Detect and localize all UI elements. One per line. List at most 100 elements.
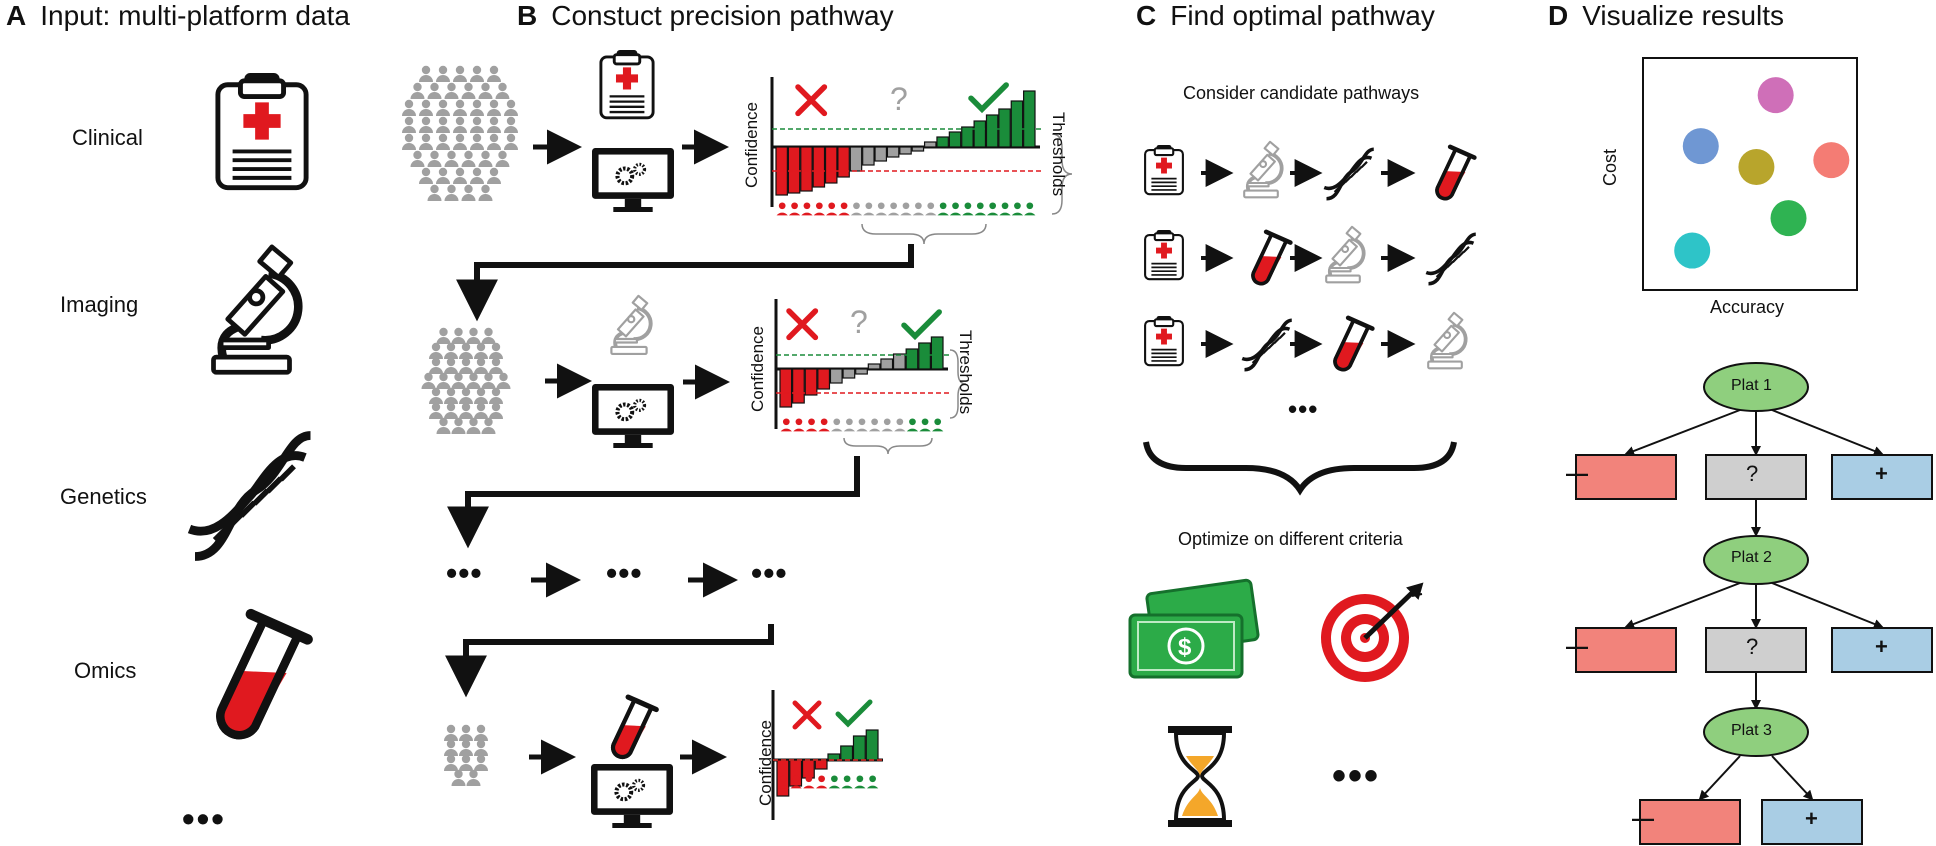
red-x-b2 — [786, 308, 819, 341]
node-plat-1-label: Plat 1 — [1731, 377, 1772, 394]
platform-more-ellipsis: ••• — [182, 798, 226, 839]
scatter-point-3 — [1738, 149, 1775, 186]
candidate-row-3-tube-icon — [1333, 315, 1375, 372]
check-b1 — [968, 82, 1009, 114]
box-positive-1 — [1831, 454, 1933, 500]
question-b2: ? — [850, 304, 868, 340]
outcome-positive-2: + — [1875, 634, 1888, 659]
brace-b2 — [843, 437, 933, 455]
pathway-ellipsis-3: ••• — [751, 555, 788, 591]
outcome-positive-1: + — [1875, 461, 1888, 486]
panel-d-title-text: Visualize results — [1582, 0, 1785, 31]
candidate-row-1-microscope-icon — [1243, 140, 1284, 199]
question-b1: ? — [890, 81, 908, 117]
elbow-arrow-2 — [447, 456, 860, 549]
node-plat-3-label: Plat 3 — [1731, 722, 1772, 739]
box-negative-3 — [1639, 799, 1741, 845]
outcome-negative-3: — — [1632, 806, 1654, 831]
candidate-row-3-dna-icon — [1241, 318, 1293, 372]
candidate-more-ellipsis: ••• — [1288, 394, 1319, 424]
criteria-more-ellipsis: ••• — [1332, 754, 1381, 798]
elbow-arrow-1 — [456, 244, 914, 322]
outcome-negative-1: — — [1566, 461, 1588, 486]
scatter-point-6 — [1674, 232, 1711, 269]
scatter-point-1 — [1757, 77, 1794, 114]
candidate-row-3-clipboard-icon — [1144, 316, 1184, 367]
candidate-row-2-microscope-icon — [1325, 225, 1366, 284]
waterfall-chart-3 — [771, 690, 885, 820]
candidate-row-3-microscope-icon — [1427, 311, 1468, 370]
candidate-brace — [1143, 441, 1457, 496]
platform-label-omics: Omics — [74, 658, 137, 683]
confidence-axis-label-2: Confidence — [748, 325, 767, 412]
thresholds-label-1: Thresholds — [1049, 112, 1068, 197]
waterfall-chart-1 — [770, 77, 1042, 216]
panel-d-letter: D — [1548, 0, 1569, 31]
scatter-point-5 — [1770, 200, 1807, 237]
scatter-point-2 — [1682, 128, 1719, 165]
cost-axis-label: Cost — [1600, 148, 1620, 186]
edge-p1-pos — [1771, 409, 1884, 456]
candidate-row-2-clipboard-icon — [1144, 230, 1184, 281]
brace-b1 — [861, 223, 987, 245]
box-unknown-2 — [1705, 627, 1807, 673]
threshold-brace-b1 — [1051, 133, 1073, 215]
imaging-icon-b2 — [610, 294, 653, 356]
panel-b-letter: B — [517, 0, 538, 31]
box-negative-2 — [1575, 627, 1677, 673]
panel-c-title-text: Find optimal pathway — [1170, 0, 1435, 31]
edge-p3-pos — [1771, 755, 1814, 801]
patient-crowd-1 — [402, 65, 518, 201]
platform-label-imaging: Imaging — [60, 292, 139, 317]
clinical-icon-b1 — [599, 50, 655, 120]
svg-text:$: $ — [1178, 634, 1192, 661]
edge-p1-neg — [1624, 409, 1741, 456]
question-b3: ? — [843, 699, 844, 700]
node-plat-2-label: Plat 2 — [1731, 549, 1772, 566]
genetics-icon — [187, 431, 312, 561]
outcome-positive-3: + — [1805, 806, 1818, 831]
candidate-pathways-heading: Consider candidate pathways — [1183, 83, 1420, 103]
candidate-row-1-tube-icon — [1435, 144, 1477, 201]
platform-label-genetics: Genetics — [60, 484, 147, 509]
hourglass-icon — [1168, 726, 1232, 827]
panel-d-title: D Visualize results — [1548, 0, 1784, 32]
candidate-row-1-dna-icon — [1323, 147, 1375, 201]
outcome-negative-2: — — [1566, 634, 1588, 659]
pathway-ellipsis-1: ••• — [446, 555, 483, 591]
waterfall-chart-2 — [774, 299, 950, 432]
check-b2 — [901, 309, 942, 341]
omics-icon — [216, 608, 313, 740]
confidence-axis-label-1: Confidence — [742, 101, 761, 188]
box-unknown-1 — [1705, 454, 1807, 500]
threshold-brace-b2 — [949, 349, 967, 419]
imaging-icon — [211, 244, 303, 375]
platform-label-clinical: Clinical — [72, 125, 143, 150]
monitor-icon-b3 — [591, 764, 673, 828]
box-positive-3 — [1761, 799, 1863, 845]
edge-p2-pos — [1771, 582, 1884, 629]
check-b3 — [835, 699, 873, 728]
confidence-axis-label-3: Confidence — [756, 719, 775, 806]
box-positive-2 — [1831, 627, 1933, 673]
candidate-row-2-tube-icon — [1251, 229, 1293, 286]
scatter-point-4 — [1813, 142, 1850, 179]
panel-a-letter: A — [6, 0, 27, 31]
thresholds-label-2: Thresholds — [956, 330, 975, 415]
red-x-b3 — [792, 700, 822, 730]
patient-crowd-2 — [421, 327, 511, 434]
pathway-ellipsis-2: ••• — [606, 555, 643, 591]
monitor-icon-b2 — [592, 384, 674, 448]
candidate-row-1-clipboard-icon — [1144, 145, 1184, 196]
box-negative-1 — [1575, 454, 1677, 500]
clinical-icon — [215, 73, 309, 191]
panel-b-title-text: Constuct precision pathway — [551, 0, 894, 31]
candidate-row-2-dna-icon — [1425, 232, 1477, 286]
accuracy-axis-label: Accuracy — [1710, 297, 1785, 317]
panel-b-title: B Constuct precision pathway — [517, 0, 894, 32]
criteria-heading: Optimize on different criteria — [1178, 529, 1403, 549]
monitor-icon-b1 — [592, 148, 674, 212]
